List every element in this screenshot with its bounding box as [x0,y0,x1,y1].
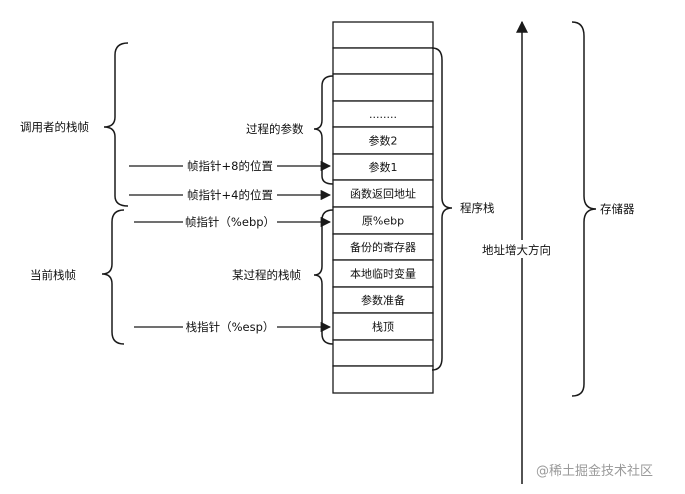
stack-cell [332,286,434,314]
stack-cell-label: 备份的寄存器 [350,240,416,254]
stack-cell-label: 参数1 [369,160,398,174]
stack-cell [332,21,434,49]
caller-frame-label: 调用者的栈帧 [20,120,89,134]
stack-cell-label: 参数2 [369,134,398,148]
program-stack-label: 程序栈 [460,201,495,215]
stack-cell-label: ........ [369,108,397,121]
stack-cell [332,100,434,128]
proc-frame-brace [313,209,334,345]
stack-cell [332,47,434,75]
stack-cell-label: 参数准备 [361,293,405,307]
stack-cell-label: 原%ebp [362,215,404,228]
stack-cell-label: 栈顶 [372,320,394,334]
stack-cell [332,73,434,102]
proc-params-label: 过程的参数 [246,122,304,136]
stack-cell-label: 函数返回地址 [350,187,416,201]
proc-params-brace [313,75,334,185]
watermark-text: @稀土掘金技术社区 [536,463,653,479]
stack-cell [332,126,434,155]
fp-label: 帧指针（%ebp） [185,215,275,229]
proc-frame-label: 某过程的栈帧 [232,268,301,282]
fp-plus8-label: 帧指针+8的位置 [187,159,273,173]
memory-brace [571,21,597,397]
address-growth-label: 地址增大方向 [482,243,551,257]
stack-cell-label: 本地临时变量 [350,267,416,281]
program-stack-brace [431,47,453,371]
stack-cell [332,179,434,208]
fp-plus4-label: 帧指针+4的位置 [187,188,273,202]
current-frame-brace [101,209,125,345]
stack-cell [332,233,434,261]
memory-label: 存储器 [600,202,635,216]
sp-label: 栈指针（%esp） [186,320,275,334]
caller-frame-brace [103,42,129,207]
current-frame-label: 当前栈帧 [30,268,76,282]
stack-cell [332,365,434,394]
stack-cell [332,339,434,367]
